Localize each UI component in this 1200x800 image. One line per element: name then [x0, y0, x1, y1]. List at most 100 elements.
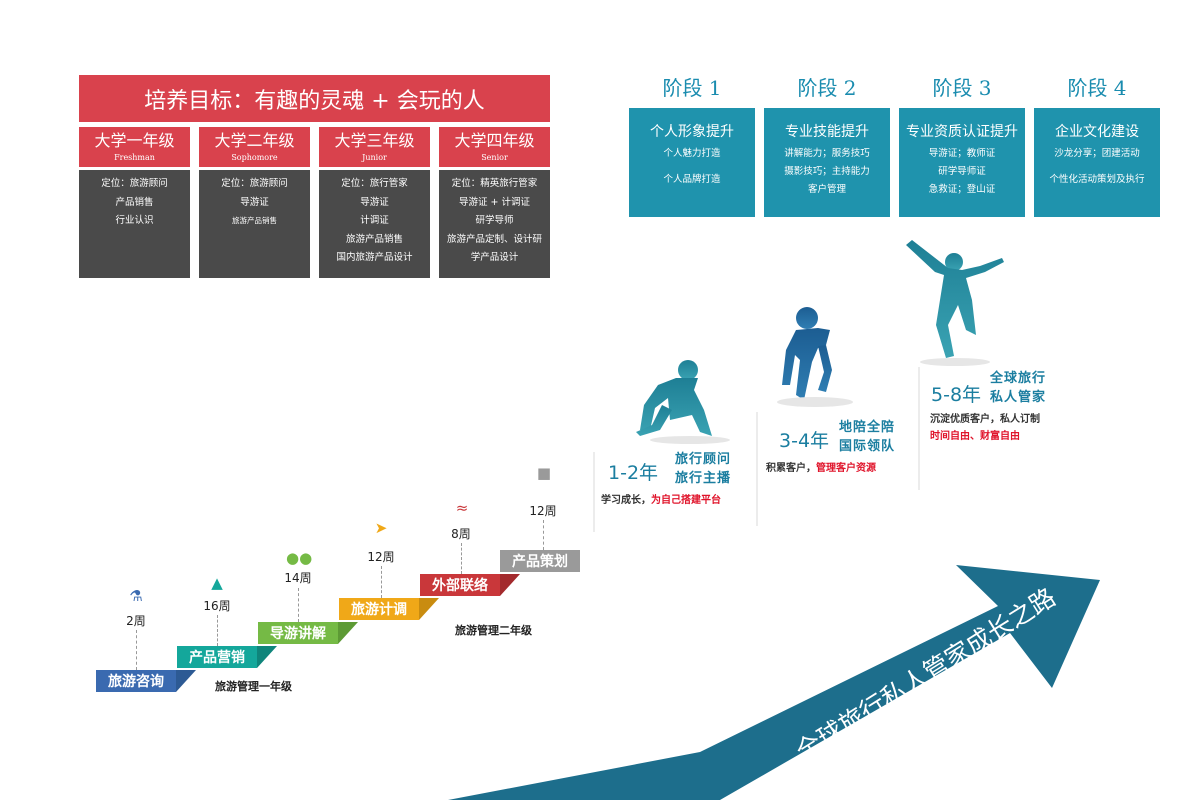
year-4-title: 大学四年级: [454, 131, 535, 150]
career-1-desc-plain: 学习成长，: [601, 495, 651, 506]
career-2-role-line: 国际领队: [839, 439, 896, 454]
stage-1-title: 阶段 1: [662, 76, 722, 100]
step-2-connector: [217, 615, 218, 646]
step-3-weeks: 14周: [284, 571, 312, 585]
thumbs-up-icon: ▲: [211, 574, 223, 592]
stage-3-line: 导游证；教师证: [928, 148, 996, 159]
career-3-desc: 沉淀优质客户，私人订制 时间自由、财富自由: [930, 411, 1040, 445]
runner-shadow: [920, 358, 990, 366]
step-1-weeks: 2周: [126, 614, 146, 628]
year-1-line: 定位：旅游顾问: [101, 178, 168, 189]
year-2-title: 大学二年级: [214, 131, 295, 150]
stage-2-line: 客户管理: [807, 184, 846, 195]
step-6-weeks: 12周: [529, 504, 557, 518]
year-1-details: 定位：旅游顾问 产品销售 行业认识: [79, 170, 190, 278]
career-2-role: 地陪全陪 国际领队: [839, 418, 895, 456]
career-2-desc: 积累客户，管理客户资源: [766, 460, 876, 477]
career-2-role-line: 地陪全陪: [839, 420, 896, 435]
stage-2-line: 讲解能力；服务技巧: [784, 148, 870, 159]
stage-4-box: 企业文化建设 沙龙分享；团建活动 个性化活动策划及执行: [1034, 108, 1160, 217]
step-travel-consulting: 旅游咨询: [96, 670, 176, 692]
career-stage-2: 3-4年: [779, 426, 829, 453]
stage-2-heading: 专业技能提升: [785, 124, 869, 140]
career-2-desc-highlight: 管理客户资源: [816, 463, 876, 474]
team-icon: ⚗: [129, 587, 143, 605]
year-3-english: Junior: [362, 153, 387, 162]
stage-4-line: 沙龙分享；团建活动: [1054, 148, 1140, 159]
year-4-line: 研学导师: [475, 215, 514, 226]
desk-person-icon: ■: [536, 464, 552, 482]
step-product-planning: 产品策划: [500, 550, 580, 572]
step-tour-guiding: 导游讲解: [258, 622, 338, 644]
step-6-connector: [543, 520, 544, 550]
plane-icon: ➤: [374, 519, 388, 537]
grade-label-year-1: 旅游管理一年级: [215, 680, 292, 693]
career-3-desc-plain: 沉淀优质客户，私人订制: [930, 414, 1040, 425]
step-product-marketing: 产品营销: [177, 646, 257, 668]
year-2-english: Sophomore: [231, 153, 278, 162]
year-4-details: 定位：精英旅行管家 导游证 + 计调证 研学导师 旅游产品定制、设计研 学产品设…: [439, 170, 550, 278]
step-external-liaison: 外部联络: [420, 574, 500, 596]
career-stage-3: 5-8年: [931, 380, 981, 407]
year-4-header: 大学四年级 Senior: [439, 127, 550, 167]
step-4-connector: [381, 566, 382, 598]
career-3-role: 全球旅行 私人管家: [990, 369, 1046, 407]
career-1-desc-highlight: 为自己搭建平台: [651, 495, 721, 506]
stage-1-box: 个人形象提升 个人魅力打造 个人品牌打造: [629, 108, 755, 217]
step-5-weeks: 8周: [451, 527, 471, 541]
career-1-role-line: 旅行顾问: [675, 452, 732, 467]
year-4-english: Senior: [481, 153, 508, 162]
crouching-runner-icon: [636, 360, 712, 436]
stage-3-line: 研学导师证: [938, 166, 986, 177]
year-1-line: 行业认识: [115, 215, 154, 226]
step-2-weeks: 16周: [203, 599, 231, 613]
runner-shadow: [777, 397, 853, 407]
career-3-role-line: 私人管家: [990, 390, 1047, 405]
year-1-english: Freshman: [114, 153, 155, 162]
career-3-desc-highlight: 时间自由、财富自由: [930, 431, 1020, 442]
stage-4-title: 阶段 4: [1067, 76, 1127, 100]
year-3-line: 定位：旅行管家: [341, 178, 408, 189]
career-stage-1: 1-2年: [608, 458, 658, 485]
career-1-years: 1-2年: [608, 462, 659, 484]
year-2-line: 定位：旅游顾问: [221, 178, 288, 189]
year-1-line: 产品销售: [115, 196, 154, 208]
stage-1-line: 个人魅力打造: [663, 148, 721, 159]
career-1-role: 旅行顾问 旅行主播: [675, 450, 731, 488]
step-3-connector: [298, 588, 299, 622]
year-4-line: 旅游产品定制、设计研: [446, 233, 542, 245]
stage-3-title: 阶段 3: [932, 76, 992, 100]
year-2-line: 旅游产品销售: [232, 216, 277, 225]
stage-2-title: 阶段 2: [797, 76, 857, 100]
career-2-desc-plain: 积累客户，: [766, 463, 816, 474]
career-3-role-line: 全球旅行: [990, 371, 1047, 386]
year-4-line: 定位：精英旅行管家: [451, 178, 538, 189]
stage-1-heading: 个人形象提升: [650, 124, 734, 140]
stage-3-box: 专业资质认证提升 导游证；教师证 研学导师证 急救证；登山证: [899, 108, 1025, 217]
step-5-connector: [461, 543, 462, 574]
year-1-title: 大学一年级: [94, 131, 175, 150]
year-2-line: 导游证: [240, 196, 269, 208]
year-4-line: 导游证 + 计调证: [459, 196, 530, 208]
sprinting-runner-icon: [782, 307, 832, 400]
career-3-years: 5-8年: [931, 384, 982, 406]
swimmer-icon: ≈: [455, 499, 469, 517]
runner-shadow: [650, 436, 730, 444]
victory-runner-icon: [906, 240, 1004, 358]
grade-label-year-2: 旅游管理二年级: [455, 624, 532, 637]
year-2-header: 大学二年级 Sophomore: [199, 127, 310, 167]
stage-2-line: 摄影技巧；主持能力: [784, 166, 870, 177]
step-4-weeks: 12周: [367, 550, 395, 564]
group-icon: ●●: [286, 549, 313, 567]
year-4-line: 学产品设计: [470, 252, 519, 263]
year-1-header: 大学一年级 Freshman: [79, 127, 190, 167]
stage-4-heading: 企业文化建设: [1055, 124, 1139, 140]
training-goal-banner: 培养目标：有趣的灵魂 + 会玩的人: [79, 75, 550, 122]
career-1-role-line: 旅行主播: [675, 471, 732, 486]
growth-arrow-shape: [448, 565, 1100, 800]
stage-4-line: 个性化活动策划及执行: [1049, 174, 1145, 185]
year-3-title: 大学三年级: [334, 131, 415, 150]
year-3-line: 国内旅游产品设计: [336, 252, 413, 263]
